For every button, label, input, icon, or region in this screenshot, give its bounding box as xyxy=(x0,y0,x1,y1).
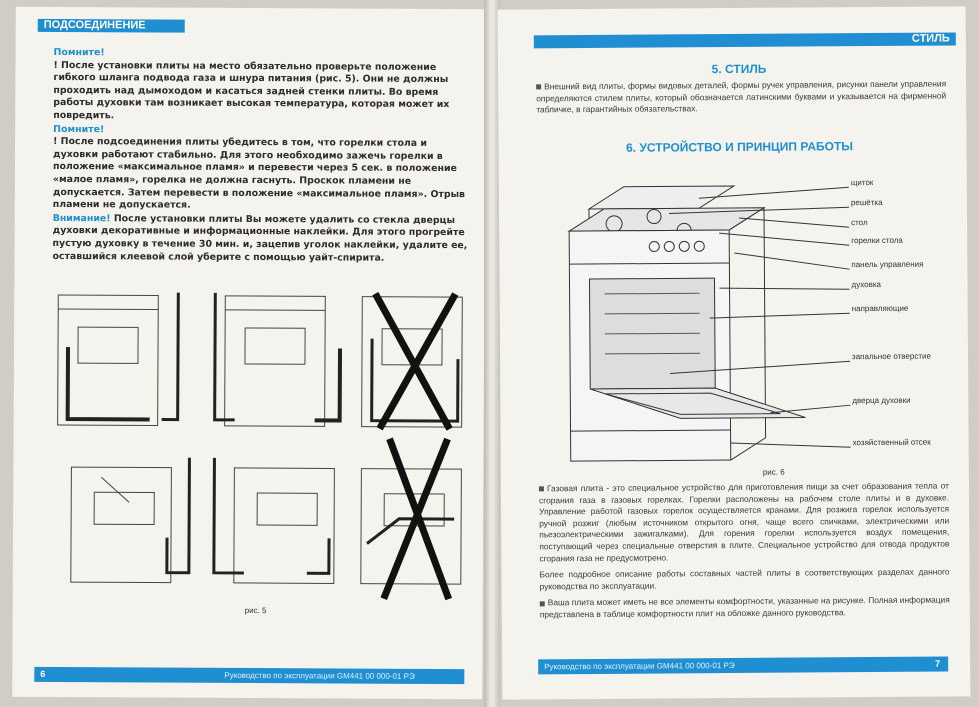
section-6-title: 6. УСТРОЙСТВО И ПРИНЦИП РАБОТЫ xyxy=(626,139,854,155)
footer-text: Руководство по эксплуатации GM441 00 000… xyxy=(224,670,415,681)
stove-back-diagram-5 xyxy=(212,457,335,584)
section-5-text: Внешний вид плиты, формы видовых деталей… xyxy=(536,79,946,117)
label-oven: духовка xyxy=(851,280,881,289)
section-header: ПОДСОЕДИНЕНИЕ xyxy=(37,18,185,33)
figure-caption: рис. 6 xyxy=(762,467,785,477)
notes-text: Помните! ! После установки плиты на мест… xyxy=(52,47,473,266)
bullet-square-icon xyxy=(536,84,542,90)
section-6-text: Газовая плита - это специальное устройст… xyxy=(538,480,950,626)
label-rails: направляющие xyxy=(852,304,909,313)
page-footer: Руководство по эксплуатации GM441 00 000… xyxy=(538,656,949,675)
note-2: Помните! ! После подсоединения плиты убе… xyxy=(53,124,473,214)
page-number: 7 xyxy=(935,658,941,669)
bullet-square-icon xyxy=(538,486,544,492)
footer-text: Руководство по эксплуатации GM441 00 000… xyxy=(544,661,735,672)
label-storage: хозяйственный отсек xyxy=(853,438,932,448)
stove-back-diagram-6-wrong xyxy=(360,437,462,601)
warning-label: Внимание! xyxy=(52,212,111,224)
stove-back-diagram-4 xyxy=(70,457,191,584)
note-text: ! После подсоединения плиты убедитесь в … xyxy=(52,136,466,211)
figure-labels: щиток решётка стол горелки стола панель … xyxy=(851,178,932,448)
page-number: 6 xyxy=(40,668,46,679)
note-3: Внимание! После установки плиты Вы может… xyxy=(52,213,472,266)
note-label: Помните! xyxy=(53,123,105,135)
right-page: СТИЛЬ 5. СТИЛЬ Внешний вид плиты, формы … xyxy=(497,6,971,700)
stove-back-diagram-3-wrong xyxy=(361,291,463,431)
note-label: Помните! xyxy=(53,46,105,59)
book-gutter xyxy=(484,0,500,707)
label-burners: горелки стола xyxy=(851,236,903,245)
label-control-panel: панель управления xyxy=(851,260,923,270)
bullet-square-icon xyxy=(539,600,545,606)
label-ignition-hole: запальное отверстие xyxy=(852,352,931,362)
stove-back-diagram-1 xyxy=(57,292,180,427)
paragraph-3: Ваша плита может иметь не все элементы к… xyxy=(539,594,950,621)
note-text: После установки плиты Вы можете удалить … xyxy=(52,212,468,264)
figure-5-hose-positions xyxy=(57,291,463,601)
label-shield: щиток xyxy=(851,178,874,187)
figure-6-stove-diagram: щиток решётка стол горелки стола панель … xyxy=(567,178,932,462)
note-text: ! После установки плиты на место обязате… xyxy=(53,59,450,122)
paragraph-3-text: Ваша плита может иметь не все элементы к… xyxy=(539,594,950,620)
label-grate: решётка xyxy=(851,198,883,207)
figure-caption: рис. 5 xyxy=(244,605,267,616)
page-footer: 6 Руководство по эксплуатации GM441 00 0… xyxy=(34,666,465,685)
note-1: Помните! ! После установки плиты на мест… xyxy=(53,47,473,125)
section-5-title: 5. СТИЛЬ xyxy=(711,61,767,77)
section-5-paragraph: Внешний вид плиты, формы видовых деталей… xyxy=(536,78,947,115)
paragraph-1: Газовая плита - это специальное устройст… xyxy=(538,480,950,565)
paragraph-2: Более подробное описание работы составны… xyxy=(539,566,950,592)
left-page: ПОДСОЕДИНЕНИЕ Помните! ! После установки… xyxy=(12,6,486,700)
section-header: СТИЛЬ xyxy=(533,32,956,49)
paragraph-1-text: Газовая плита - это специальное устройст… xyxy=(538,480,950,563)
label-table: стол xyxy=(851,218,868,227)
label-oven-door: дверца духовки xyxy=(852,396,910,405)
stove-back-diagram-2 xyxy=(213,292,343,427)
